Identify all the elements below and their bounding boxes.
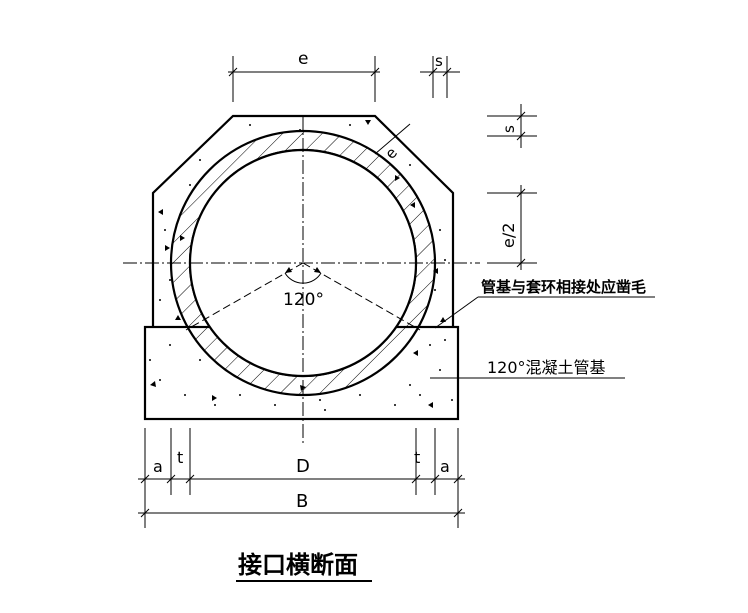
dim-B: B <box>138 491 465 518</box>
angle-line-right <box>302 262 421 331</box>
callout-joint: 管基与套环相接处应凿毛 <box>434 278 655 329</box>
dim-a-left-label: a <box>153 457 163 476</box>
dim-D-label: D <box>296 456 310 477</box>
dim-s-top-label: s <box>435 52 443 70</box>
collar-outline <box>151 114 455 327</box>
dim-e-label: e <box>298 49 308 69</box>
callout-base-text: 120°混凝土管基 <box>487 358 606 377</box>
dim-e-top: e <box>228 49 380 102</box>
angle-arc <box>284 272 322 284</box>
angle-line-left <box>185 262 304 331</box>
dim-B-label: B <box>296 491 308 512</box>
dim-e-half: e/2 <box>487 185 537 270</box>
dim-s-top: s <box>420 52 460 98</box>
callout-joint-text: 管基与套环相接处应凿毛 <box>481 278 646 296</box>
dim-t-left-label: t <box>177 448 183 467</box>
drawing-title: 接口横断面 <box>238 551 358 579</box>
angle-arrow-right <box>314 267 321 273</box>
dim-a-right-label: a <box>440 457 450 476</box>
dim-s-side: s <box>487 104 537 148</box>
dim-s-side-label: s <box>500 125 518 133</box>
angle-arrow-left <box>285 267 292 273</box>
angle-label: 120° <box>283 290 324 310</box>
dim-e-half-label: e/2 <box>499 223 518 248</box>
callout-base: 120°混凝土管基 <box>430 358 625 379</box>
dim-t-right-label: t <box>414 448 420 467</box>
dim-chain-bottom: a t D t a <box>138 428 465 528</box>
